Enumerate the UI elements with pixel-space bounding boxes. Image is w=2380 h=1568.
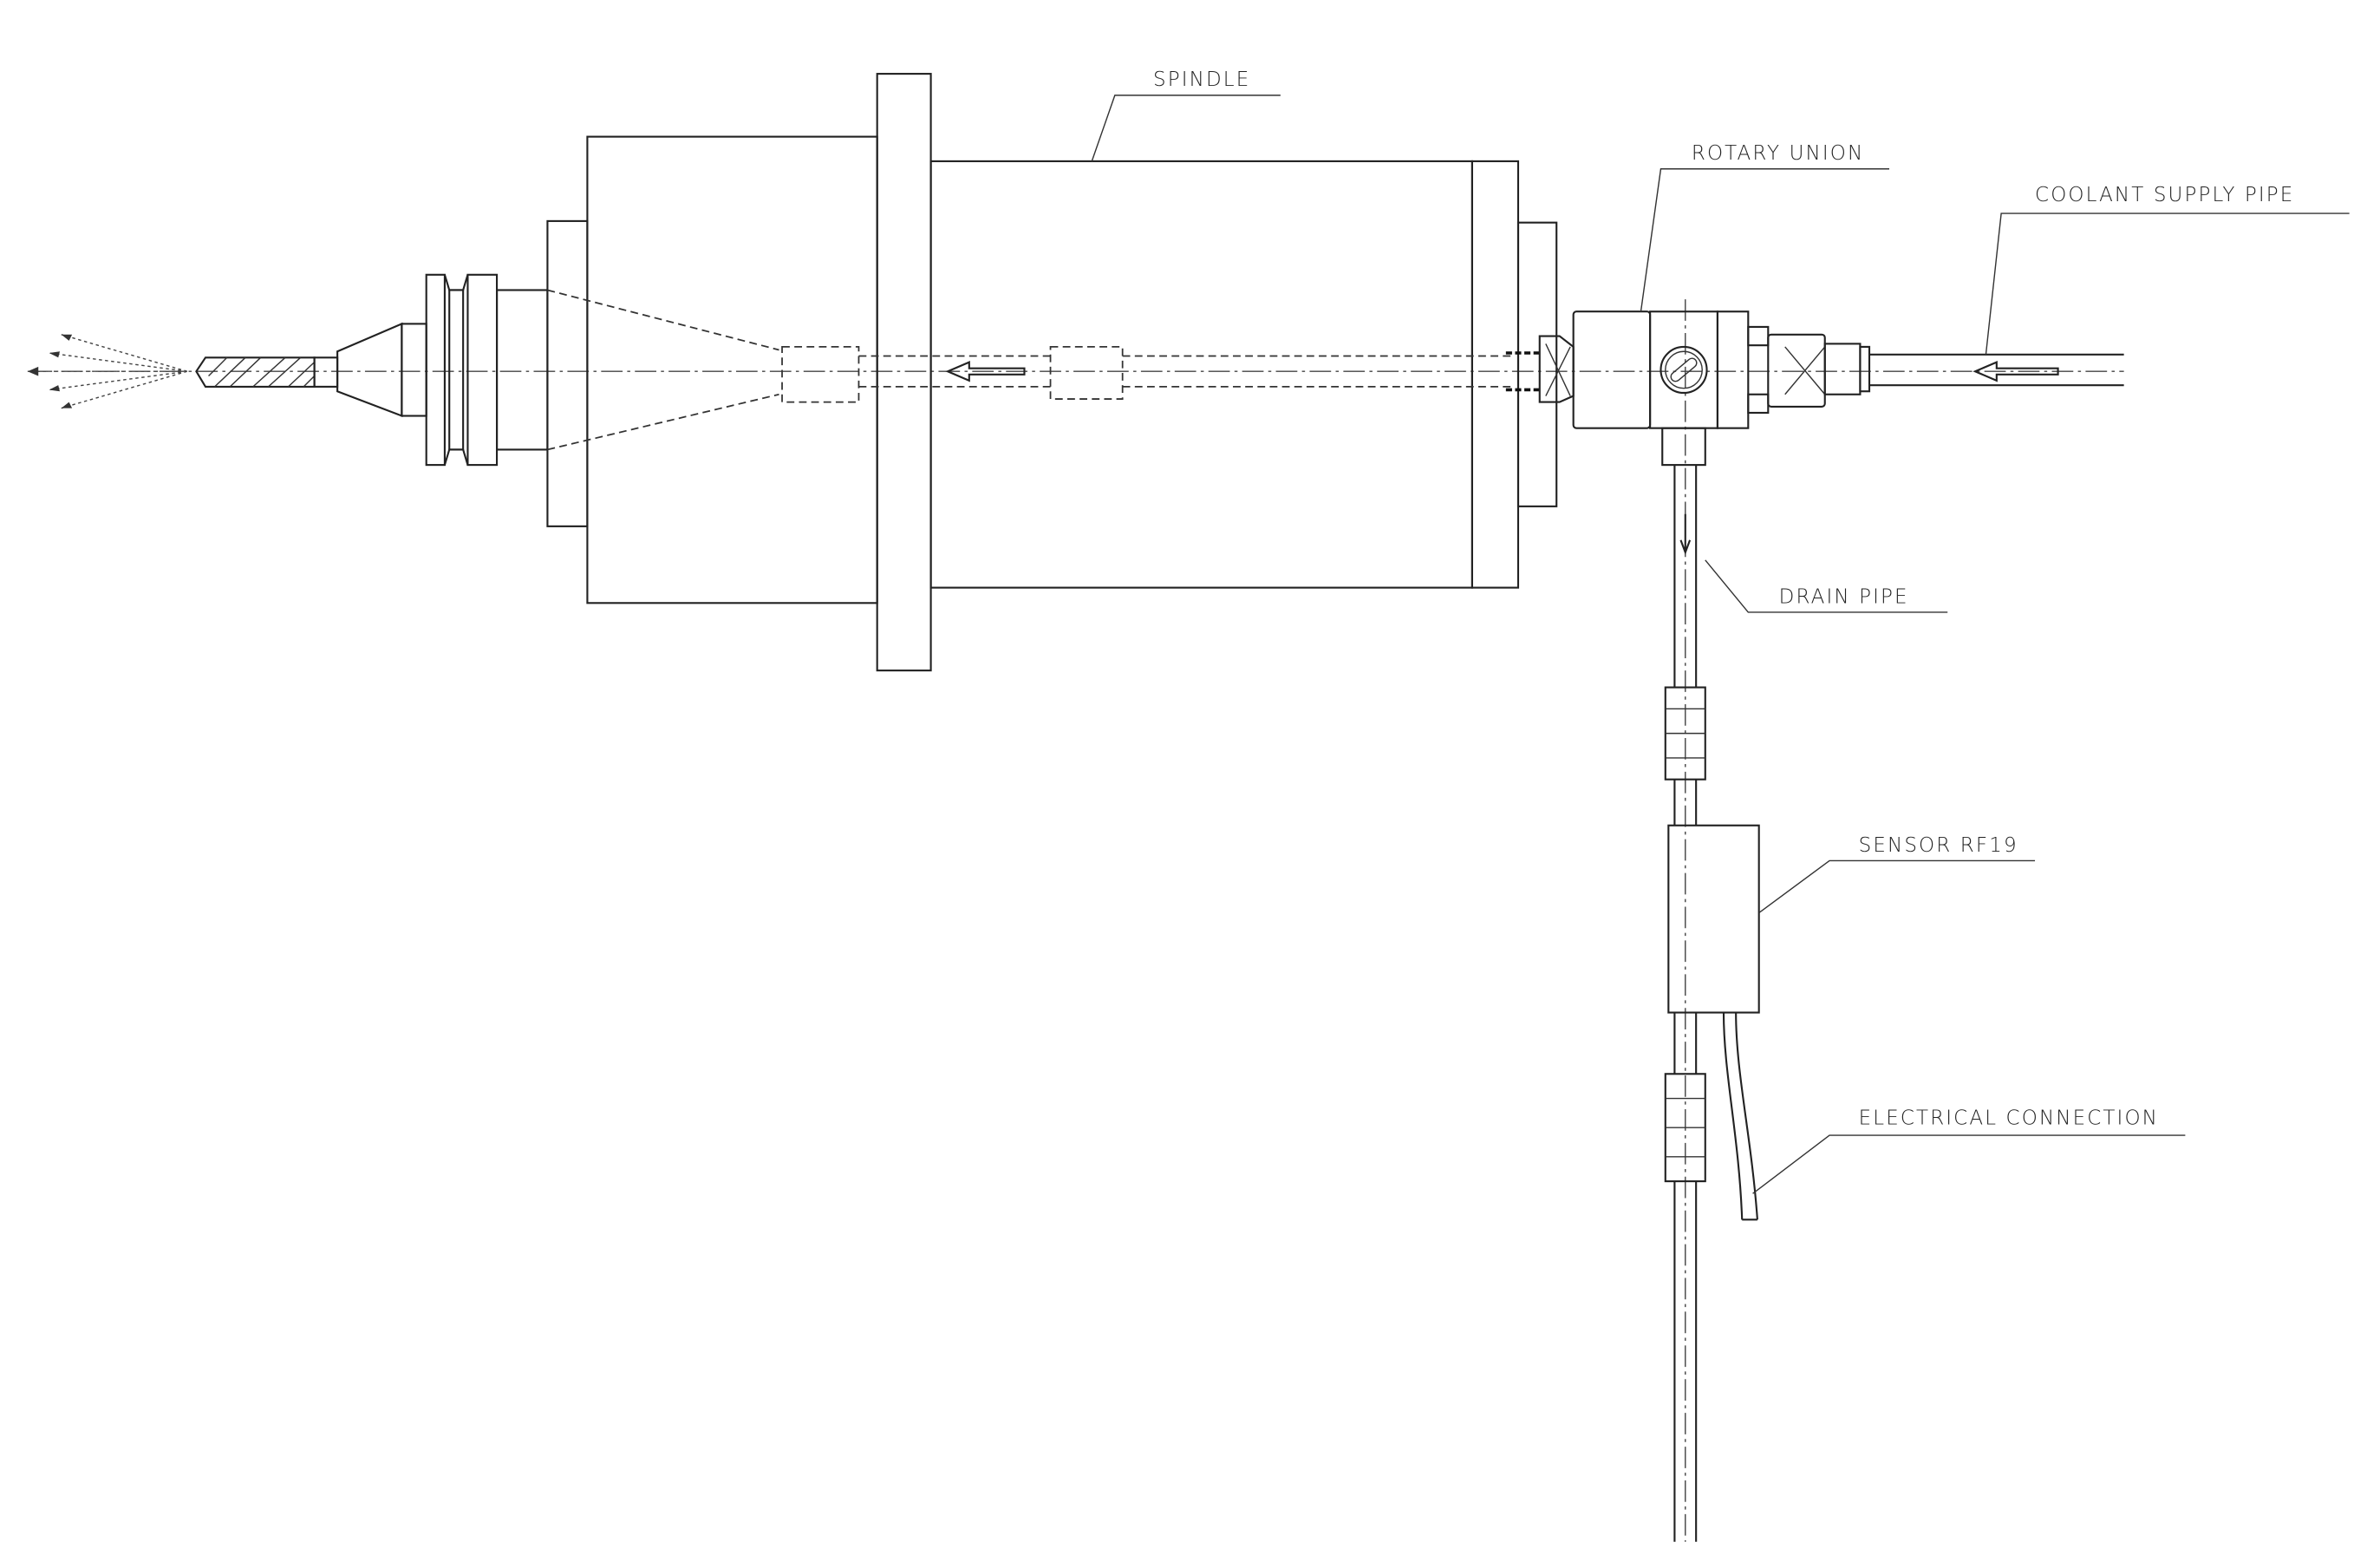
label-electrical-connection: ELECTRICAL CONNECTION — [1859, 1107, 2159, 1130]
sensor-rf19 — [1667, 824, 1760, 1014]
leader-rotary-union — [1640, 168, 1890, 312]
label-sensor: SENSOR RF19 — [1859, 834, 2018, 857]
coolant-spray-arrows — [27, 334, 187, 409]
drill-bit — [195, 356, 339, 388]
drain-pipe — [1664, 465, 1706, 1542]
leader-electrical — [1752, 1134, 2186, 1194]
flow-arrow-spindle — [945, 361, 1026, 382]
leader-sensor — [1758, 859, 2036, 914]
label-coolant-supply-pipe: COOLANT SUPPLY PIPE — [2035, 184, 2294, 206]
electrical-cable — [1722, 1012, 1758, 1221]
rotary-union — [1538, 310, 1871, 467]
tool-holder — [336, 273, 549, 467]
leader-coolant — [1985, 212, 2350, 355]
label-spindle: SPINDLE — [1153, 69, 1250, 91]
label-rotary-union: ROTARY UNION — [1692, 142, 1864, 165]
leader-spindle — [1091, 95, 1281, 162]
spindle-body — [546, 73, 1558, 672]
leader-drain — [1705, 559, 1948, 613]
coolant-supply-pipe — [1869, 353, 2124, 387]
label-drain-pipe: DRAIN PIPE — [1779, 585, 1909, 608]
